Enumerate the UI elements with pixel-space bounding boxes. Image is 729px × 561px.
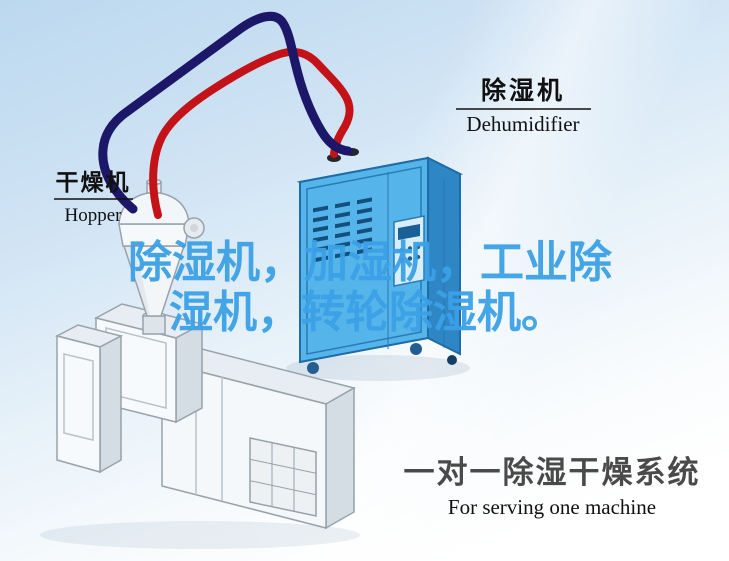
dehumidifier-callout: 除湿机 Dehumidifier — [456, 76, 591, 136]
dehumidifier-shadow — [286, 355, 470, 381]
control-display — [398, 224, 420, 240]
control-button — [415, 244, 421, 250]
dehumidifier-control-panel — [393, 215, 425, 287]
cabinet-vent-grid — [249, 437, 317, 517]
machine-shadow — [40, 521, 360, 549]
watermark-line2: 湿机，转轮除湿机。 — [169, 288, 565, 337]
watermark-line1: 除湿机，加湿机，工业除 — [128, 238, 613, 287]
hopper-dryer — [118, 178, 205, 335]
column-door-seam — [63, 353, 94, 441]
control-button — [407, 256, 413, 261]
navy-supply-hose — [98, 11, 353, 214]
watermark: 除湿机，加湿机，工业除 湿机，转轮除湿机。 — [128, 238, 613, 337]
dehumidifier-front-face — [299, 156, 429, 364]
dehumidifier-vent-louvers — [313, 197, 372, 263]
hopper-callout-title: 干燥机 — [56, 169, 131, 195]
control-button — [399, 247, 405, 253]
control-button — [415, 254, 421, 260]
column-front-face — [56, 335, 101, 473]
barrel-end-face — [325, 386, 355, 530]
hopper-callout-subtitle: Hopper — [65, 205, 123, 226]
dehumidifier-callout-title: 除湿机 — [481, 76, 565, 105]
dehumidifier-callout-subtitle: Dehumidifier — [466, 112, 579, 136]
hopper-cone-shading — [124, 246, 150, 316]
dehumidifier-unit — [296, 148, 464, 374]
feedblock-side-face — [175, 322, 203, 424]
caster-wheel — [410, 343, 422, 355]
hopper-mount — [142, 315, 166, 335]
caption: 一对一除湿干燥系统 For serving one machine — [404, 455, 701, 519]
caster-wheel — [447, 355, 457, 365]
column-side-face — [99, 334, 122, 474]
caption-subtitle: For serving one machine — [448, 495, 656, 519]
hopper-blower-hub — [190, 224, 198, 232]
dehumidifier-front-frame — [306, 166, 422, 355]
caption-title: 一对一除湿干燥系统 — [404, 455, 701, 490]
extruder-machine — [54, 303, 356, 530]
control-button — [407, 246, 413, 251]
control-button — [399, 257, 405, 263]
hopper-callout: 干燥机 Hopper — [54, 169, 133, 226]
caster-wheel — [307, 362, 319, 374]
